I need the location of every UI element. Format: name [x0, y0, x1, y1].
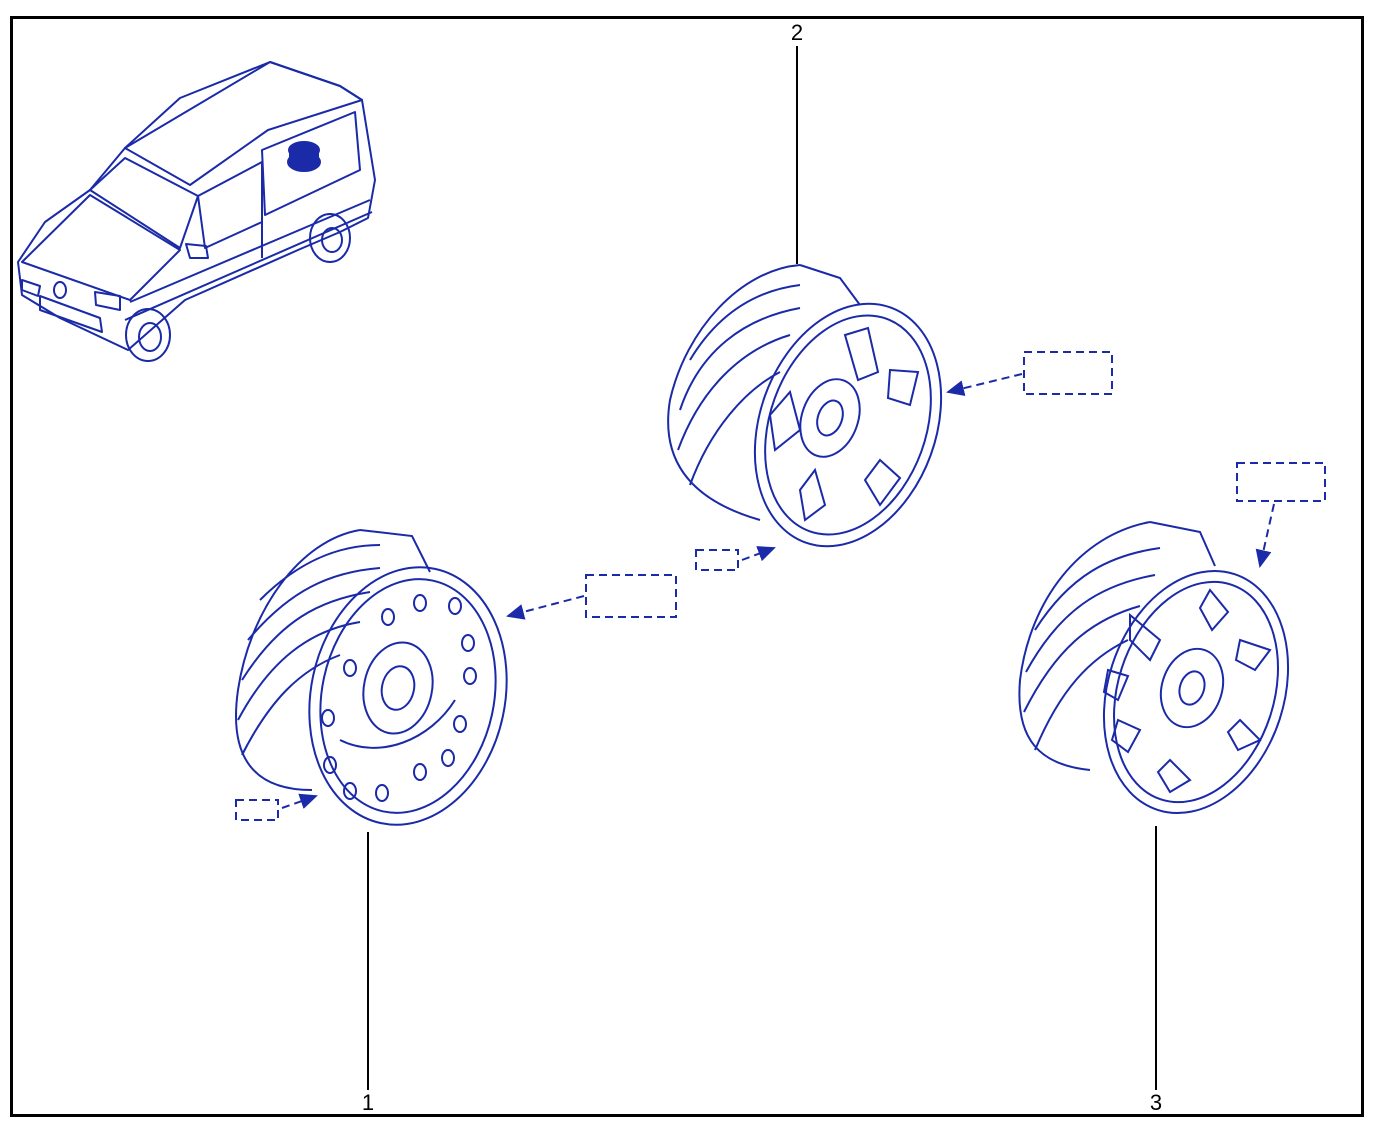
- drawing-frame: [10, 16, 1364, 1117]
- wheel-1-steel: [235, 529, 508, 826]
- callout-2: 2: [790, 20, 804, 45]
- van-illustration: [17, 61, 376, 362]
- callout-1: 1: [361, 1090, 375, 1115]
- wheel-1-label-placeholders: [235, 574, 677, 821]
- wheel-3-alloy: [1018, 521, 1290, 815]
- wheel-3-label-placeholders: [1236, 462, 1326, 568]
- callout-3: 3: [1149, 1090, 1163, 1115]
- wheel-2-label-placeholders: [695, 351, 1113, 571]
- wheel-2-alloy: [667, 264, 943, 548]
- leader-lines: [367, 46, 1157, 1090]
